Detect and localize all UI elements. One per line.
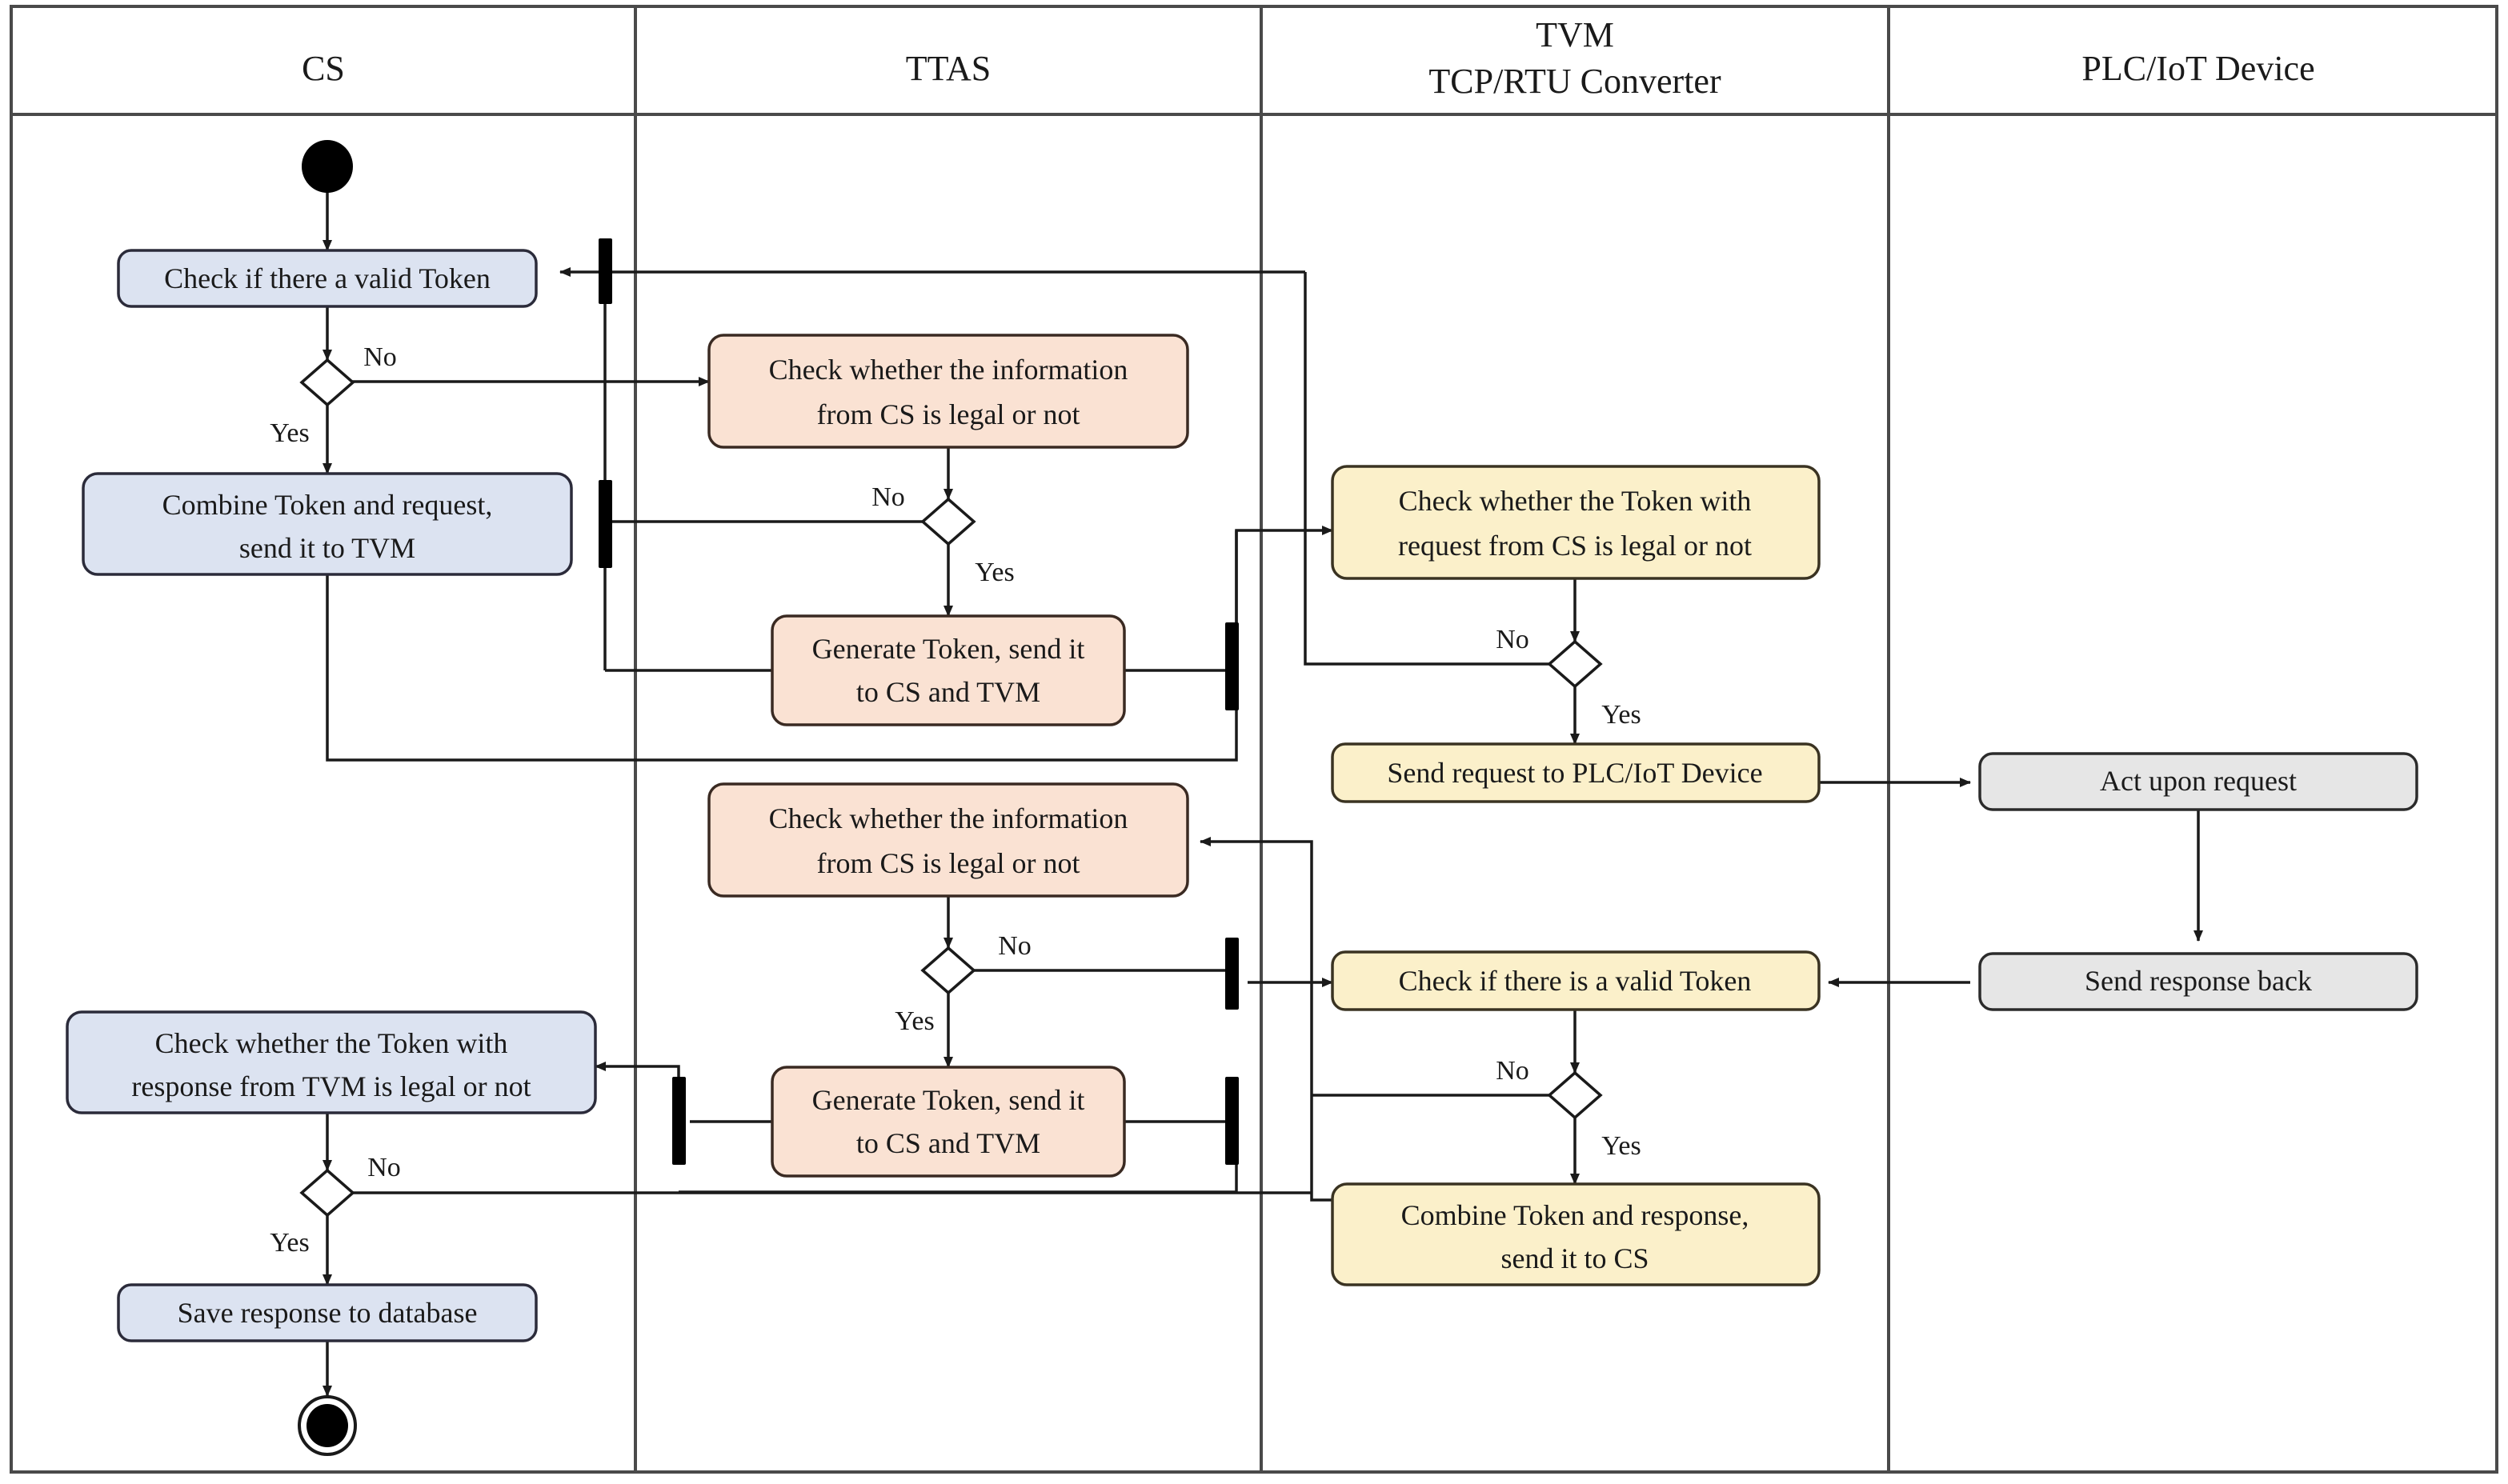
edge-layer [323,192,2203,1397]
node-label-line2: response from TVM is legal or not [131,1070,531,1102]
node-label: Generate Token, send it [812,1084,1085,1116]
lane-title-plc: PLC/IoT Device [2081,49,2314,88]
node-cs-save-response[interactable]: Save response to database [117,1283,538,1342]
edge-label-tvm-valid-yes: Yes [1601,1131,1641,1161]
node-label: Check whether the information [769,802,1128,834]
node-ttas-generate-token-1[interactable]: Generate Token, send it to CS and TVM [771,614,1126,726]
edge-label-ttas1-no: No [871,482,905,512]
edge-label-cs-token-yes: Yes [270,418,309,448]
fork-bar-layer [599,238,1239,1165]
edge-label-tvm-token-yes: Yes [1601,700,1641,730]
decision-ttas-info-1 [920,497,976,546]
edge-tvm-spine-bottom [1310,1072,1332,1202]
fork-bar-cs-top [599,238,612,304]
node-label-line2: to CS and TVM [856,1127,1040,1159]
node-ttas-check-info-2[interactable]: Check whether the information from CS is… [707,782,1189,898]
node-tvm-check-token[interactable]: Check whether the Token with request fro… [1331,465,1821,580]
node-label-line2: send it to CS [1500,1242,1649,1274]
node-ttas-generate-token-2[interactable]: Generate Token, send it to CS and TVM [771,1066,1126,1178]
lane-title-cs: CS [302,49,345,88]
edge-label-ttas2-no: No [998,931,1032,961]
fork-bar-ttas-left-lower [672,1077,686,1165]
edge-combine-to-tvm-check [326,526,1333,762]
node-label: Send request to PLC/IoT Device [1387,757,1762,789]
lane-title-tvm: TVM [1536,15,1614,54]
node-label: Check if there a valid Token [164,262,491,294]
node-tvm-combine-response[interactable]: Combine Token and response, send it to C… [1331,1182,1821,1286]
edge-label-ttas2-yes: Yes [895,1006,934,1036]
node-label-line2: send it to TVM [239,532,415,564]
edge-label-ttas1-yes: Yes [975,558,1014,587]
node-plc-act-upon-request[interactable]: Act upon request [1978,752,2418,811]
node-cs-check-response[interactable]: Check whether the Token with response fr… [66,1010,597,1114]
node-label: Save response to database [178,1297,478,1329]
fork-bar-ttas-right-top [1225,622,1239,710]
node-cs-end [298,1395,357,1456]
node-label: Generate Token, send it [812,633,1085,665]
node-label: Combine Token and request, [162,489,493,521]
node-plc-send-response-back[interactable]: Send response back [1978,952,2418,1011]
decision-tvm-token [1547,639,1603,689]
node-label: Check whether the information [769,354,1128,386]
node-label: Check if there is a valid Token [1399,965,1752,997]
decision-tvm-valid [1547,1070,1603,1120]
node-label-line2: to CS and TVM [856,676,1040,708]
node-label: Send response back [2085,965,2312,997]
node-label: Check whether the Token with [1399,485,1752,517]
node-label-line2: request from CS is legal or not [1398,530,1752,562]
node-label-line2: from CS is legal or not [817,847,1080,879]
edge-tvm-no-loop [1304,272,1550,666]
lane-title-ttas: TTAS [906,49,991,88]
fork-bar-cs-mid [599,480,612,568]
node-label-line2: from CS is legal or not [817,398,1080,430]
lane-title-tvm-sub: TCP/RTU Converter [1428,62,1721,101]
node-cs-combine[interactable]: Combine Token and request, send it to TV… [82,472,573,576]
fork-bar-ttas-right-upper [1225,938,1239,1010]
node-cs-check-token[interactable]: Check if there a valid Token [117,249,538,308]
swimlane-frame [10,5,2498,1474]
edge-to-ttas-check2 [1200,837,1313,847]
decision-ttas-info-2 [920,946,976,995]
fork-bar-ttas-right-lower [1225,1077,1239,1165]
decision-cs-token [299,358,355,407]
node-ttas-check-info-1[interactable]: Check whether the information from CS is… [707,334,1189,449]
node-tvm-send-request[interactable]: Send request to PLC/IoT Device [1331,742,1821,803]
node-label: Act upon request [2100,765,2297,797]
edge-label-cs-token-no: No [363,342,397,372]
edge-label-tvm-token-no: No [1496,625,1529,654]
node-label: Check whether the Token with [155,1027,508,1059]
node-label: Combine Token and response, [1401,1199,1749,1231]
node-cs-start [302,140,353,193]
decision-cs-response [299,1168,355,1218]
edge-label-tvm-valid-no: No [1496,1056,1529,1086]
edge-label-cs-resp-no: No [367,1153,401,1182]
node-tvm-check-valid-token[interactable]: Check if there is a valid Token [1331,950,1821,1011]
edge-label-cs-resp-yes: Yes [270,1228,309,1258]
